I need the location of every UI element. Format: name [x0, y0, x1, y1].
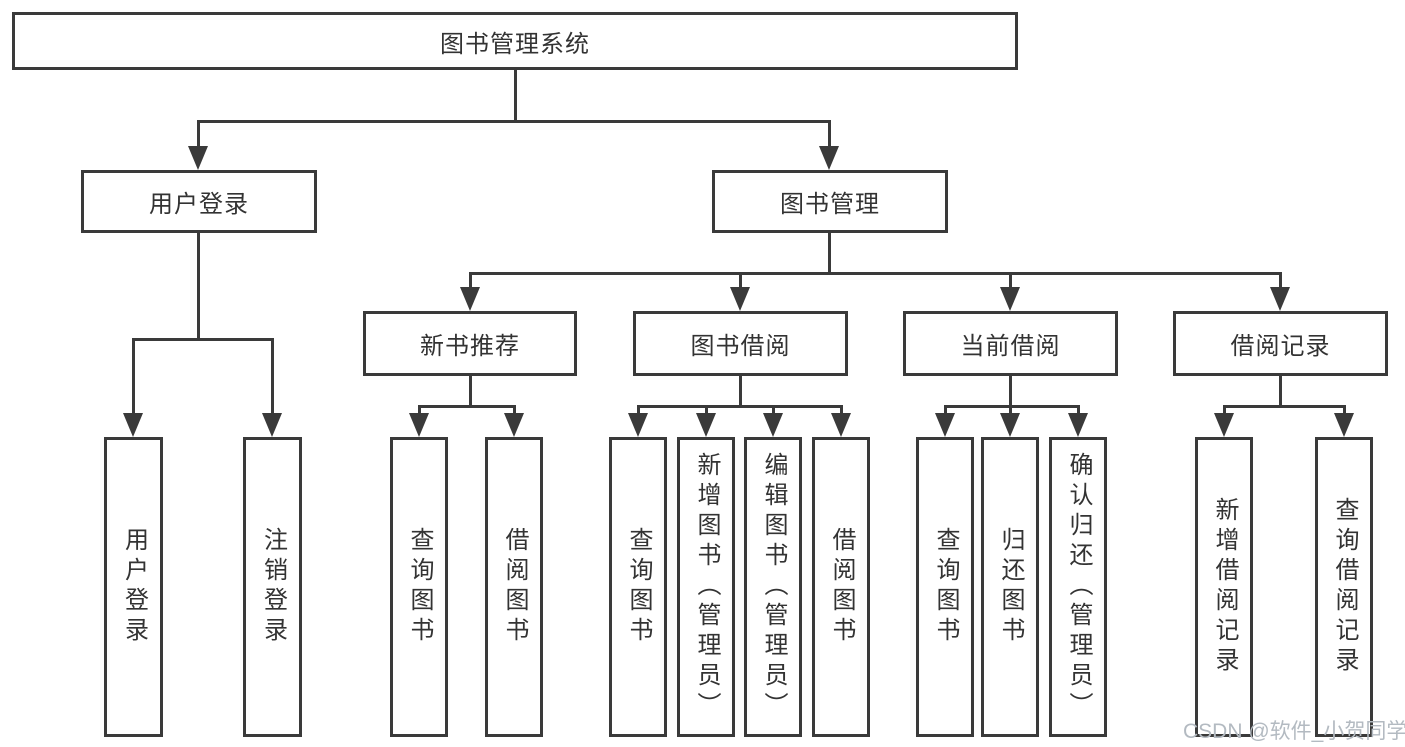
leaf-query-books-borrow: 查询图书 — [609, 437, 667, 737]
connector-line — [271, 338, 274, 418]
node-borrow-records: 借阅记录 — [1173, 311, 1388, 376]
leaf-edit-book-admin: 编辑图书（管理员） — [744, 437, 802, 737]
leaf-user-login: 用户登录 — [104, 437, 163, 737]
arrowhead-icon — [696, 413, 716, 437]
leaf-edit-book-admin-label: 编辑图书（管理员） — [760, 452, 787, 722]
csdn-watermark: CSDN @软件_小贺同学 — [1183, 720, 1405, 743]
connector-line — [1223, 405, 1346, 408]
connector-line — [1009, 376, 1012, 408]
connector-line — [1009, 272, 1012, 292]
node-book-borrow: 图书借阅 — [633, 311, 848, 376]
node-new-book-recommend: 新书推荐 — [363, 311, 577, 376]
connector-line — [944, 405, 1080, 408]
arrowhead-icon — [460, 287, 480, 311]
leaf-query-books-recommend: 查询图书 — [390, 437, 448, 737]
arrowhead-icon — [504, 413, 524, 437]
leaf-return-book: 归还图书 — [981, 437, 1039, 737]
connector-line — [1077, 405, 1080, 418]
leaf-borrow-books-recommend: 借阅图书 — [485, 437, 543, 737]
arrowhead-icon — [262, 413, 282, 437]
arrowhead-icon — [188, 146, 208, 170]
node-book-borrow-label: 图书借阅 — [690, 333, 791, 360]
leaf-borrow-books-recommend-label: 借阅图书 — [501, 527, 528, 647]
node-book-management: 图书管理 — [712, 170, 948, 233]
leaf-query-borrow-record-label: 查询借阅记录 — [1331, 497, 1358, 677]
arrowhead-icon — [819, 146, 839, 170]
arrowhead-icon — [763, 413, 783, 437]
node-new-book-recommend-label: 新书推荐 — [420, 333, 520, 360]
leaf-user-login-label: 用户登录 — [120, 527, 148, 647]
connector-line — [513, 405, 516, 418]
connector-line — [469, 376, 472, 408]
leaf-logout-label: 注销登录 — [259, 527, 287, 647]
leaf-query-books-current-label: 查询图书 — [932, 527, 959, 647]
leaf-confirm-return-admin: 确认归还（管理员） — [1049, 437, 1107, 737]
leaf-borrow-books-borrow: 借阅图书 — [812, 437, 870, 737]
node-current-borrow: 当前借阅 — [903, 311, 1118, 376]
leaf-add-borrow-record: 新增借阅记录 — [1195, 437, 1253, 737]
connector-line — [418, 405, 516, 408]
leaf-confirm-return-admin-label: 确认归还（管理员） — [1065, 452, 1092, 722]
leaf-add-book-admin: 新增图书（管理员） — [677, 437, 735, 737]
connector-line — [469, 272, 1282, 275]
arrowhead-icon — [1068, 413, 1088, 437]
arrowhead-icon — [935, 413, 955, 437]
connector-line — [840, 405, 843, 418]
connector-line — [1343, 405, 1346, 418]
connector-line — [1009, 405, 1012, 418]
connector-line — [514, 70, 517, 123]
arrowhead-icon — [409, 413, 429, 437]
connector-line — [739, 272, 742, 292]
arrowhead-icon — [1214, 413, 1234, 437]
connector-line — [828, 233, 831, 275]
leaf-borrow-books-borrow-label: 借阅图书 — [828, 527, 855, 647]
leaf-query-books-recommend-label: 查询图书 — [406, 527, 433, 647]
connector-line — [637, 405, 640, 418]
leaf-add-book-admin-label: 新增图书（管理员） — [693, 452, 720, 722]
leaf-add-borrow-record-label: 新增借阅记录 — [1211, 497, 1238, 677]
connector-line — [1279, 376, 1282, 408]
connector-line — [197, 233, 200, 341]
node-borrow-records-label: 借阅记录 — [1230, 333, 1331, 360]
leaf-logout: 注销登录 — [243, 437, 302, 737]
node-user-login: 用户登录 — [81, 170, 317, 233]
leaf-return-book-label: 归还图书 — [997, 527, 1024, 647]
arrowhead-icon — [123, 413, 143, 437]
leaf-query-books-borrow-label: 查询图书 — [625, 527, 652, 647]
connector-line — [944, 405, 947, 418]
connector-line — [197, 120, 200, 150]
leaf-query-books-current: 查询图书 — [916, 437, 974, 737]
connector-line — [1279, 272, 1282, 292]
arrowhead-icon — [831, 413, 851, 437]
node-root-label: 图书管理系统 — [440, 30, 590, 58]
connector-line — [418, 405, 421, 418]
connector-line — [469, 272, 472, 292]
connector-line — [1223, 405, 1226, 418]
node-book-management-label: 图书管理 — [780, 191, 880, 218]
connector-line — [132, 338, 135, 418]
connector-line — [132, 338, 274, 341]
arrowhead-icon — [730, 287, 750, 311]
leaf-query-borrow-record: 查询借阅记录 — [1315, 437, 1373, 737]
connector-line — [739, 376, 742, 408]
arrowhead-icon — [1334, 413, 1354, 437]
arrowhead-icon — [1000, 287, 1020, 311]
connector-line — [637, 405, 843, 408]
node-current-borrow-label: 当前借阅 — [960, 333, 1061, 360]
arrowhead-icon — [628, 413, 648, 437]
connector-line — [828, 120, 831, 150]
arrowhead-icon — [1000, 413, 1020, 437]
node-root: 图书管理系统 — [12, 12, 1018, 70]
node-user-login-label: 用户登录 — [149, 191, 249, 218]
connector-line — [197, 120, 831, 123]
connector-line — [772, 405, 775, 418]
arrowhead-icon — [1270, 287, 1290, 311]
connector-line — [705, 405, 708, 418]
